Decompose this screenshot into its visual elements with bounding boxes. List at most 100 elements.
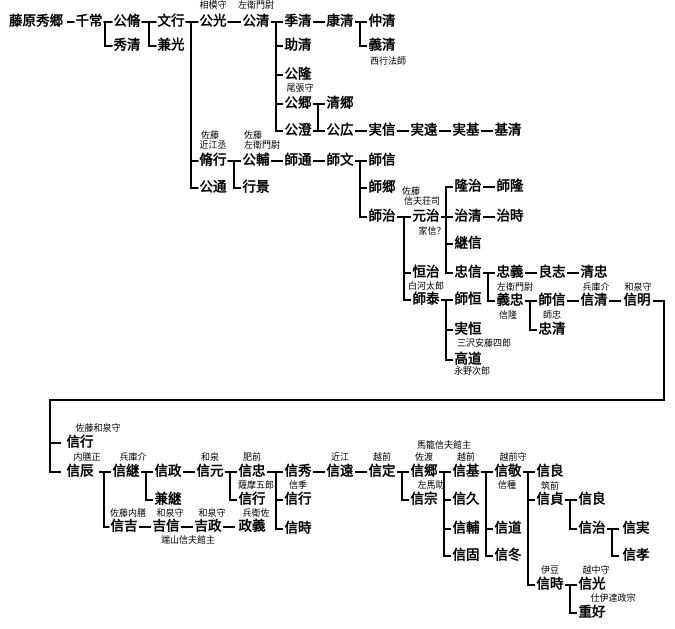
person-nobuyuki: 信行 (65, 434, 95, 451)
person-tsugunobu: 継信 (453, 235, 483, 252)
person-nobumoto2: 信基 (451, 463, 481, 480)
note-sato-naizen: 佐藤内膳 (109, 509, 147, 519)
person-sukeyuki: 脩行 (198, 152, 228, 169)
person-yoshitada: 義忠 (495, 292, 525, 309)
person-takaharu: 隆治 (453, 178, 483, 195)
note-naizen: 内膳正 (73, 453, 101, 463)
person-nobutada: 信忠 (237, 463, 267, 480)
person-yukikage: 行景 (241, 179, 271, 196)
note-echizen1: 越前 (372, 453, 392, 463)
person-yoshiyuki: 良志 (537, 264, 567, 281)
person-nobufuyu: 信冬 (493, 547, 523, 564)
note-chikuzen: 筑前 (540, 482, 560, 492)
person-kinsuke2: 公輔 (241, 152, 271, 169)
note-sato3: 佐藤 (401, 187, 421, 197)
person-sanetoo: 実遠 (409, 122, 439, 139)
note-izu: 伊豆 (540, 566, 560, 576)
note-izumi2: 和泉 (200, 453, 220, 463)
person-nakakiyo: 仲清 (367, 13, 397, 30)
person-nobuyoshi: 信良 (535, 463, 565, 480)
note-omi2: 近江 (330, 453, 350, 463)
person-kiyosato: 清郷 (325, 95, 355, 112)
person-nobumoto: 信元 (195, 463, 225, 480)
person-takamichi: 高道 (453, 351, 483, 368)
note-date: 仕伊達政宗 (590, 594, 636, 604)
person-kintaka: 公隆 (283, 66, 313, 83)
note-sagami: 相模守 (199, 1, 227, 11)
note-sado: 佐渡 (414, 453, 434, 463)
note-umakago: 馬籠信夫館主 (416, 441, 472, 451)
person-harutoki: 治時 (495, 208, 525, 225)
note-kashin: 家信？ (418, 227, 446, 237)
person-kanetsugu: 兼継 (153, 491, 183, 508)
note-echizen-kami: 越前守 (499, 453, 527, 463)
person-kinhiro: 公広 (325, 122, 355, 139)
note-satsuma: 薩摩五郎 (237, 481, 275, 491)
person-nobutsugu: 信継 (111, 463, 141, 480)
person-nobukata: 信固 (451, 547, 481, 564)
person-nobusada: 信定 (367, 463, 397, 480)
person-nobuyoshi3: 信吉 (109, 518, 139, 535)
note-misawa: 三沢安藤四郎 (456, 339, 512, 349)
note-nobutane: 信種 (497, 481, 517, 491)
person-kinmitsu: 公光 (198, 13, 228, 30)
person-kiyotada: 清忠 (579, 264, 609, 281)
note-izumi3: 和泉守 (156, 509, 184, 519)
person-shigeyoshi: 重好 (577, 604, 607, 621)
person-tadayoshi: 忠義 (495, 264, 525, 281)
person-nobutaka: 信敬 (493, 463, 523, 480)
person-sanetsune: 実恒 (453, 321, 483, 338)
person-morosato: 師郷 (367, 179, 397, 196)
person-norikiyo: 義清 (367, 37, 397, 54)
person-nobuhide: 信秀 (283, 463, 313, 480)
person-moroyasu: 師泰 (411, 291, 441, 308)
person-nobuhisa: 信久 (451, 491, 481, 508)
person-moronobu2: 師信 (537, 292, 567, 309)
note-izumi1: 和泉守 (624, 283, 652, 293)
person-nobukiyo: 信清 (579, 292, 609, 309)
person-nobuharu: 信治 (577, 520, 607, 537)
person-kinsumi: 公澄 (283, 122, 313, 139)
note-owari: 尾張守 (286, 84, 314, 94)
note-saemon2: 左衛門尉 (243, 141, 281, 151)
person-tsuneharu: 恒治 (411, 264, 441, 281)
person-nobuzane: 信実 (621, 520, 651, 537)
person-harukiyo: 治清 (453, 208, 483, 225)
person-morimichi: 師通 (283, 152, 313, 169)
person-hidesato: 藤原秀郷 (8, 13, 64, 30)
note-nobusue: 信季 (288, 481, 308, 491)
note-echizen2: 越前 (456, 453, 476, 463)
person-nobutoo: 信遠 (325, 463, 355, 480)
person-tadanobu: 忠信 (453, 264, 483, 281)
person-nobumasa: 信政 (153, 463, 183, 480)
person-kinsuke: 公脩 (112, 13, 142, 30)
person-suekiyo: 季清 (283, 13, 313, 30)
person-sanenobu: 実信 (367, 122, 397, 139)
note-morotada: 師忠 (542, 311, 562, 321)
note-sato1: 佐藤 (200, 131, 220, 141)
person-kinsato: 公郷 (283, 95, 313, 112)
note-izumi4: 和泉守 (198, 509, 226, 519)
note-hyoesuke: 兵衛佐 (242, 509, 270, 519)
person-morotsune: 師恒 (453, 291, 483, 308)
person-nobusato: 信郷 (409, 463, 439, 480)
person-nobuaki: 信明 (622, 292, 652, 309)
person-motokiyo: 基清 (493, 122, 523, 139)
note-shirakawa: 白河太郎 (407, 282, 445, 292)
person-nobutoki3: 信時 (535, 576, 565, 593)
note-hyogo2: 兵庫介 (119, 453, 147, 463)
note-shinobu: 信夫荘司 (403, 197, 441, 207)
person-kinkiyo: 公清 (241, 13, 271, 30)
note-hashiyama: 端山信夫館主 (160, 536, 216, 546)
person-nobusada2: 信貞 (535, 491, 565, 508)
person-nobuyoshi2: 信良 (577, 491, 607, 508)
person-kinmichi: 公通 (198, 179, 228, 196)
person-tadakiyo: 忠清 (537, 321, 567, 338)
person-nobutoki2: 信時 (283, 520, 313, 537)
note-hyogo1: 兵庫介 (582, 283, 610, 293)
person-yasukiyo: 康清 (325, 13, 355, 30)
person-masayoshi: 政義 (237, 518, 267, 535)
person-morotaka: 師隆 (495, 178, 525, 195)
